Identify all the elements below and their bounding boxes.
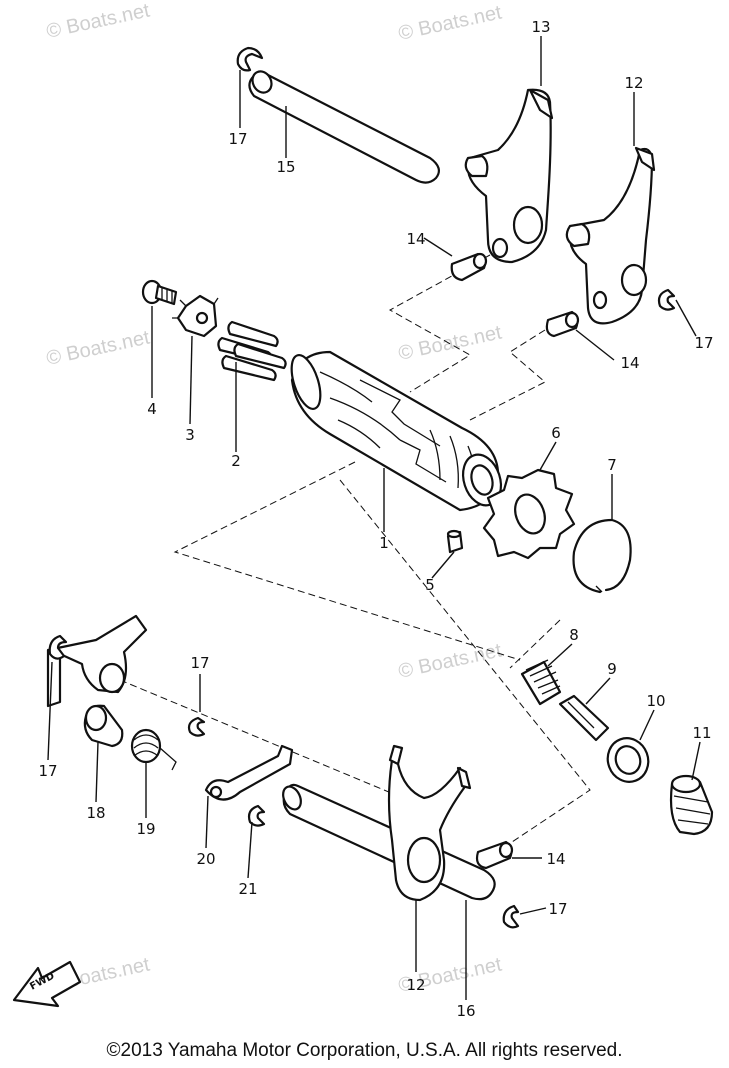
callout-9: 9	[607, 660, 617, 678]
callout-11: 11	[692, 724, 711, 742]
callout-2: 2	[231, 452, 241, 470]
callout-12: 12	[624, 74, 643, 92]
callout-14: 14	[546, 850, 565, 868]
callout-14: 14	[406, 230, 425, 248]
watermark: © Boats.net	[44, 326, 152, 369]
spring-19	[130, 728, 177, 771]
callout-17: 17	[548, 900, 567, 918]
callout-10: 10	[646, 692, 665, 710]
assembly-line	[339, 479, 591, 851]
circlip-lower-right	[502, 904, 520, 929]
shift-fork-12-upper	[565, 146, 656, 325]
gasket-10	[606, 737, 650, 783]
circlip-upper-left	[236, 46, 264, 72]
assembly-line	[119, 679, 421, 806]
callout-18: 18	[86, 804, 105, 822]
callout-1: 1	[379, 534, 389, 552]
plug-11	[669, 774, 714, 836]
callout-15: 15	[276, 158, 295, 176]
callout-17: 17	[228, 130, 247, 148]
callout-6: 6	[551, 424, 561, 442]
callout-12: 12	[406, 976, 425, 994]
circlip-7	[572, 518, 632, 594]
guide-pin-14-b	[545, 310, 580, 338]
screw-4	[141, 279, 178, 306]
watermark: © Boats.net	[44, 0, 152, 43]
assembly-lines	[119, 254, 591, 851]
callout-14: 14	[620, 354, 639, 372]
dowel-pin-5	[446, 529, 464, 554]
callout-labels: 13 12 17 15 14 17 14 4 3 2 1 5 6 7 8 9 1…	[38, 18, 713, 1020]
watermark: © Boats.net	[396, 1, 504, 44]
assembly-line	[509, 619, 561, 669]
spring-8	[520, 659, 562, 706]
callout-17: 17	[38, 762, 57, 780]
circlip-right	[657, 288, 676, 311]
assembly-line	[173, 461, 521, 661]
callout-19: 19	[136, 820, 155, 838]
callout-8: 8	[569, 626, 579, 644]
circlip-lower-middle	[187, 716, 206, 737]
shift-fork-12-lower	[387, 744, 472, 902]
shift-cam-1	[290, 350, 503, 512]
watermark: © Boats.net	[396, 321, 504, 364]
shift-cam-pins-2	[217, 320, 287, 382]
shift-fork-shaft-lower	[282, 783, 496, 901]
stopper-bolt-9	[558, 694, 610, 742]
callout-13: 13	[531, 18, 550, 36]
shift-fork-13	[464, 88, 554, 264]
guide-pin-14-c	[475, 840, 514, 870]
fwd-arrow-icon: FWD	[12, 960, 82, 1008]
callout-16: 16	[456, 1002, 475, 1020]
callout-4: 4	[147, 400, 157, 418]
shift-fork-shaft-upper	[248, 70, 440, 184]
watermark: © Boats.net	[396, 639, 504, 682]
callout-17: 17	[694, 334, 713, 352]
callout-5: 5	[425, 576, 435, 594]
callout-21: 21	[238, 880, 257, 898]
shift-shaft-arm	[46, 614, 148, 708]
collar-18	[83, 704, 124, 748]
callout-3: 3	[185, 426, 195, 444]
assembly-line	[388, 254, 491, 393]
guide-pin-14-a	[450, 252, 488, 282]
callout-7: 7	[607, 456, 617, 474]
circlip-far-left	[48, 634, 68, 660]
shift-lever-20	[204, 744, 294, 801]
stopper-plate-6	[482, 468, 576, 560]
callout-20: 20	[196, 850, 215, 868]
callout-17: 17	[190, 654, 209, 672]
copyright-notice: ©2013 Yamaha Motor Corporation, U.S.A. A…	[106, 1040, 623, 1061]
segment-plate-3	[172, 294, 219, 338]
circlip-21	[247, 804, 266, 827]
leader-lines	[47, 36, 701, 1000]
